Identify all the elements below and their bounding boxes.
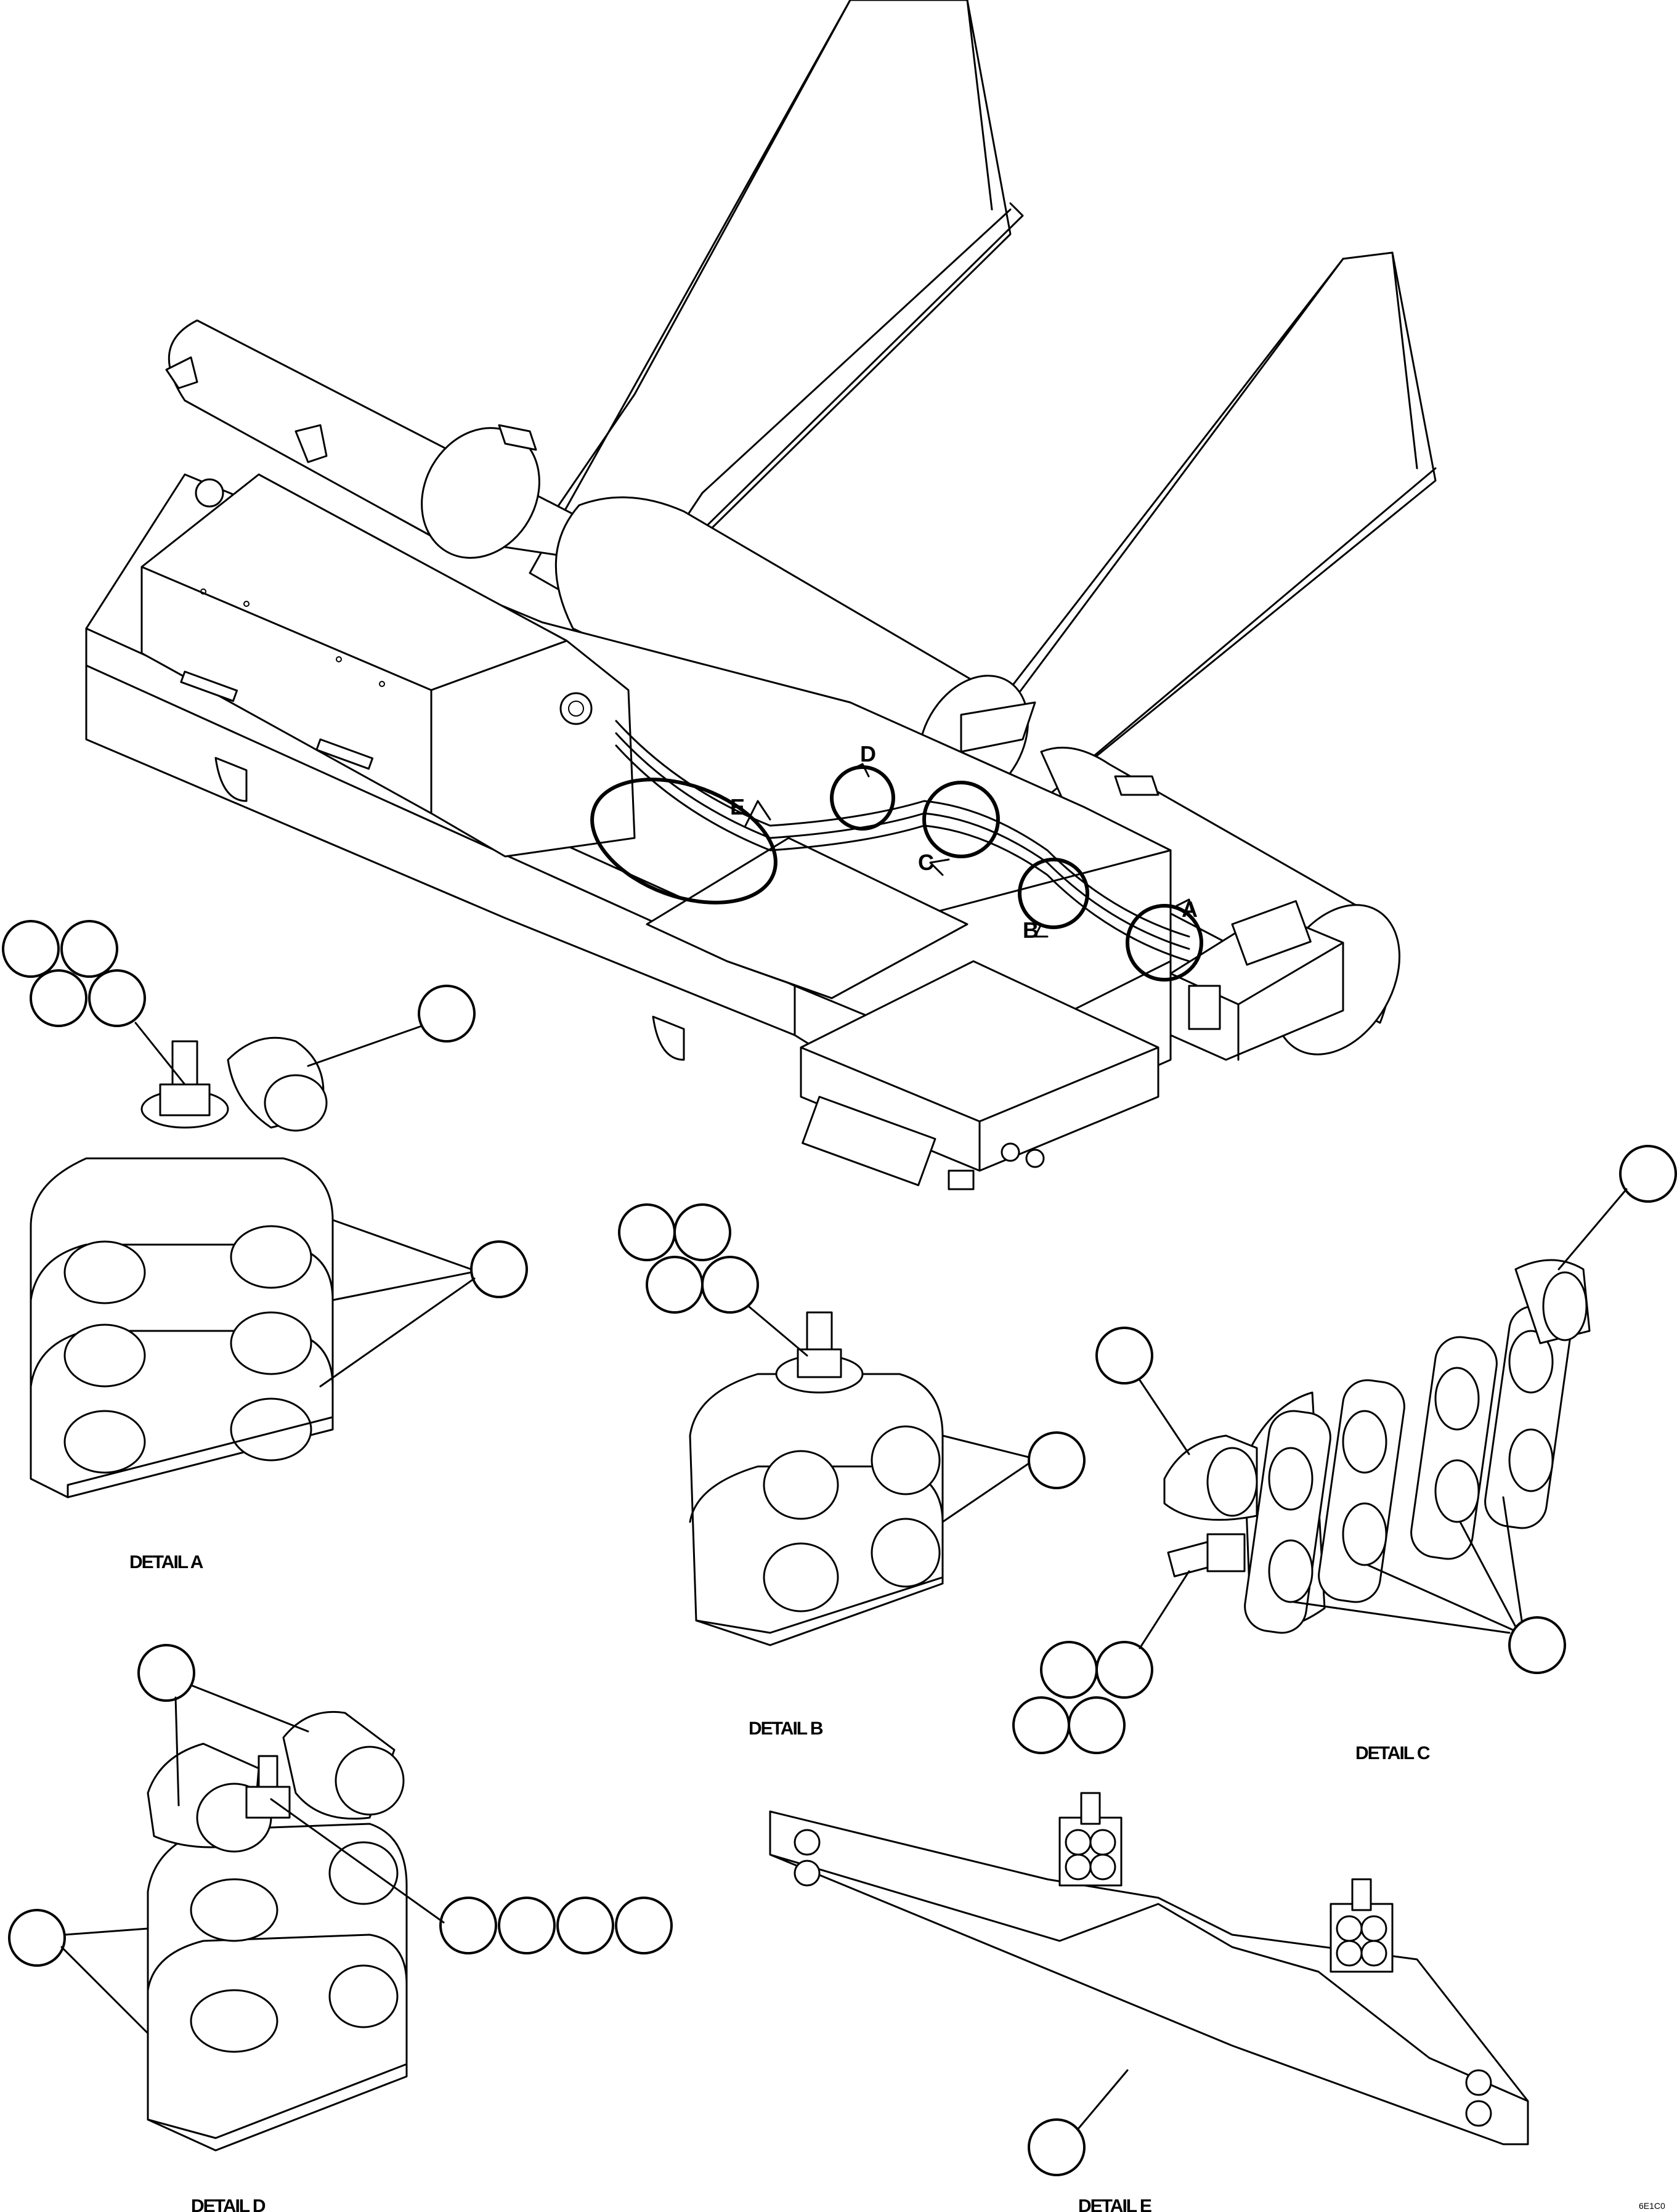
- main-assembly: E D C B A: [85, 0, 1437, 1190]
- balloon: [1619, 1145, 1677, 1203]
- balloon: [1508, 1616, 1566, 1674]
- callout-label-b: B: [1023, 917, 1039, 943]
- detail-a: DETAIL A: [2, 920, 528, 1572]
- detail-e-caption: DETAIL E: [1078, 2196, 1151, 2212]
- balloon: [60, 920, 118, 978]
- balloon: [1028, 2118, 1086, 2176]
- detail-d-caption: DETAIL D: [191, 2196, 266, 2212]
- callout-e-ring: [590, 778, 778, 905]
- ramp-plate: [646, 837, 968, 999]
- callout-b-ring: [1018, 858, 1089, 938]
- clamp-row-c: [1163, 1259, 1591, 1634]
- balloon: [556, 1897, 614, 1954]
- figure-id: 6E1C0: [1639, 2201, 1665, 2211]
- detail-d: DETAIL D: [8, 1644, 673, 2212]
- balloon: [418, 985, 476, 1043]
- detail-b: DETAIL B: [618, 1203, 1086, 1739]
- balloon: [498, 1897, 556, 1954]
- balloon: [8, 1909, 66, 1967]
- front-panel: [800, 960, 1159, 1190]
- balloon: [470, 1240, 528, 1298]
- balloon: [30, 969, 87, 1027]
- balloon: [1068, 1696, 1126, 1754]
- balloon: [618, 1203, 676, 1261]
- callout-c-ring: [922, 781, 1000, 876]
- control-box: [1169, 900, 1344, 1061]
- balloon: [1028, 1431, 1086, 1489]
- detail-e: DETAIL E: [769, 1792, 1529, 2212]
- balloon: [88, 969, 146, 1027]
- callout-label-d: D: [860, 741, 876, 766]
- balloon: [1095, 1641, 1153, 1699]
- detail-c-caption: DETAIL C: [1355, 1743, 1430, 1763]
- clamp-stack-d: [147, 1710, 408, 2152]
- balloon: [1040, 1641, 1098, 1699]
- balloon: [615, 1897, 673, 1954]
- upper-right-beam: [960, 251, 1437, 802]
- callout-a-ring: [1126, 898, 1203, 982]
- detail-c: DETAIL C: [1012, 1145, 1677, 1763]
- balloon: [646, 1256, 704, 1314]
- callout-label-a: A: [1182, 897, 1198, 922]
- balloon: [1012, 1696, 1070, 1754]
- balloon: [2, 920, 60, 978]
- equipment-housing: [140, 473, 636, 858]
- clamp-stack-b: [689, 1311, 944, 1646]
- balloon: [701, 1256, 759, 1314]
- balloon: [439, 1897, 497, 1954]
- clamp-stack-a: [30, 1036, 334, 1498]
- balloon: [673, 1203, 731, 1261]
- callout-label-e: E: [730, 794, 745, 819]
- bracket-e: [769, 1792, 1529, 2145]
- balloon: [137, 1644, 195, 1702]
- upper-left-cylinder: [165, 319, 607, 559]
- callout-d-ring: [830, 763, 895, 831]
- detail-b-caption: DETAIL B: [749, 1718, 823, 1739]
- balloon: [1095, 1327, 1153, 1385]
- callout-label-c: C: [918, 850, 934, 875]
- detail-a-caption: DETAIL A: [129, 1552, 203, 1572]
